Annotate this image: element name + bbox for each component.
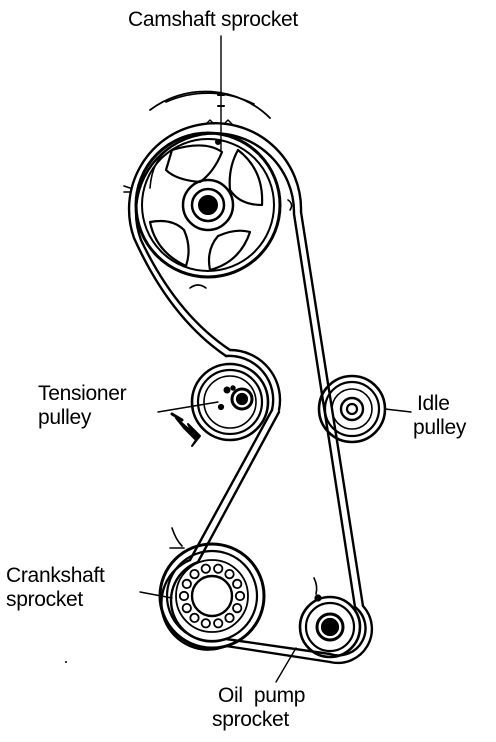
crankshaft-hole — [200, 618, 211, 629]
oil-pump-sprocket-label-line2: sprocket — [212, 708, 289, 731]
crankshaft-sprocket — [158, 527, 266, 650]
tensioner-pulley-label: Tensioner pulley — [38, 382, 127, 430]
idle-pulley — [317, 374, 387, 444]
crankshaft-sprocket-label: Crankshaft sprocket — [6, 564, 105, 612]
oil-pump-sprocket-label-line1: Oil pump — [218, 684, 306, 707]
crankshaft-hole — [189, 612, 200, 624]
idle-pulley-label-line2: pulley — [413, 416, 467, 439]
crankshaft-hole — [213, 563, 224, 574]
oil-pump-sprocket — [298, 577, 362, 659]
idle-pulley-label: Idle pulley — [413, 392, 466, 440]
crankshaft-hole — [224, 568, 235, 580]
crankshaft-sprocket-label-line2: sprocket — [6, 588, 83, 611]
camshaft-sprocket-label-text: Camshaft sprocket — [128, 8, 298, 31]
rotation-arrow-icon — [170, 412, 201, 447]
crankshaft-hole — [224, 612, 235, 624]
idle-pulley-label-line1: Idle — [417, 392, 450, 415]
crankshaft-hole — [232, 602, 243, 614]
oil-pump-sprocket-label: Oil pump sprocket — [212, 684, 305, 732]
stray-dot — [65, 661, 67, 663]
crankshaft-hole — [213, 618, 224, 629]
crankshaft-hole — [178, 590, 190, 602]
tensioner-pulley — [190, 362, 270, 442]
tensioner-pulley-label-line2: pulley — [38, 406, 92, 429]
camshaft-sprocket — [123, 35, 293, 289]
leader-lines — [139, 401, 412, 683]
crankshaft-hole — [181, 578, 192, 590]
crankshaft-hole — [200, 563, 211, 574]
tensioner-pulley-label-line1: Tensioner — [38, 382, 127, 405]
crankshaft-hole — [234, 590, 246, 602]
crankshaft-hole — [181, 602, 192, 614]
camshaft-sprocket-label: Camshaft sprocket — [128, 8, 298, 32]
crankshaft-sprocket-label-line1: Crankshaft — [6, 564, 105, 587]
crankshaft-hole — [232, 578, 243, 590]
crankshaft-hole — [189, 568, 200, 580]
